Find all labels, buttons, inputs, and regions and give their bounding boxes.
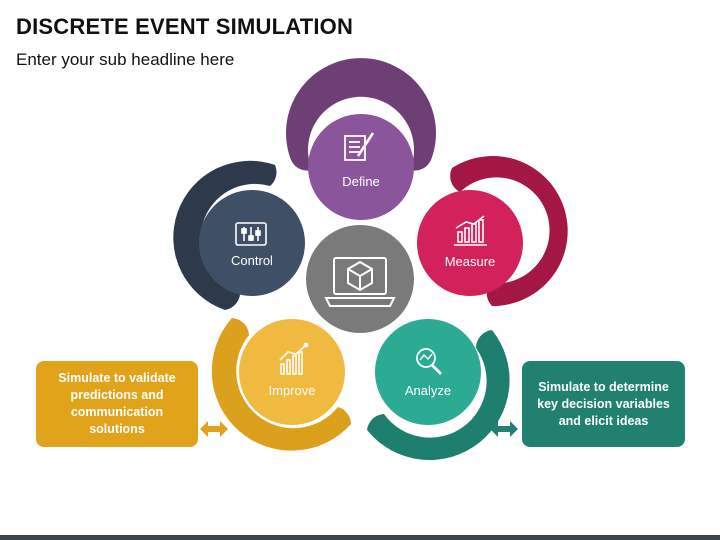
right-double-arrow-icon <box>490 421 518 437</box>
magnifier-icon <box>416 348 442 375</box>
measure-label: Measure <box>445 254 496 269</box>
measure-circle <box>417 190 523 296</box>
stage-improve[interactable]: Improve <box>211 318 363 451</box>
laptop-cube-icon <box>324 257 396 307</box>
stage-define[interactable]: Define <box>286 58 436 220</box>
improve-arrow-icon <box>355 383 363 395</box>
improve-label: Improve <box>269 383 316 398</box>
left-double-arrow-icon <box>200 421 228 437</box>
control-label: Control <box>231 253 273 268</box>
sliders-icon <box>235 222 267 246</box>
analyze-arrow-icon <box>458 310 468 322</box>
callout-left: Simulate to validate predictions and com… <box>36 361 198 447</box>
center-hub <box>306 225 414 333</box>
callout-right: Simulate to determine key decision varia… <box>522 361 685 447</box>
analyze-circle <box>375 319 481 425</box>
growth-chart-icon <box>279 342 309 375</box>
control-ring <box>173 160 277 310</box>
measure-arrow-icon <box>418 184 430 196</box>
define-ring <box>286 58 436 171</box>
improve-circle <box>239 319 345 425</box>
stage-control[interactable]: Control <box>173 160 305 320</box>
document-pen-icon <box>344 132 375 161</box>
measure-ring <box>450 156 568 307</box>
stage-analyze[interactable]: Analyze <box>367 310 510 461</box>
define-label: Define <box>342 174 380 189</box>
control-arrow-icon <box>254 310 264 320</box>
define-arrow-icon <box>288 188 300 200</box>
control-circle <box>199 190 305 296</box>
define-circle <box>308 114 414 220</box>
analyze-ring <box>367 330 510 461</box>
bar-chart-icon <box>454 215 487 246</box>
analyze-label: Analyze <box>405 383 451 398</box>
bottom-bar <box>0 535 720 540</box>
stage-measure[interactable]: Measure <box>417 156 568 307</box>
improve-ring <box>211 318 351 451</box>
page-title: DISCRETE EVENT SIMULATION <box>16 14 354 39</box>
page-subtitle: Enter your sub headline here <box>16 50 235 69</box>
